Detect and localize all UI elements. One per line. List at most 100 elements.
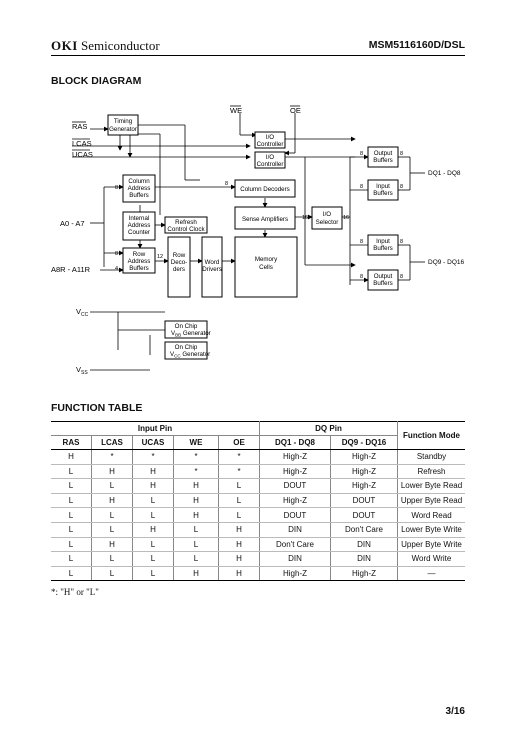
bus-width-sense: 16 [302,215,308,221]
table-cell: H [132,464,174,480]
block-out1-line1: Output [374,150,393,157]
block-timing-line2: Generator [109,126,137,133]
part-number: MSM5116160D/DSL [368,39,465,51]
block-vcc-gen-text: Generator [181,351,211,358]
table-cell: H [218,522,260,538]
table-cell: Don't Care [330,522,398,538]
block-col-dec: Column Decoders [240,186,290,193]
col-oe: OE [218,435,260,450]
table-cell: H [132,478,174,494]
table-cell: DOUT [259,507,331,523]
table-cell: L [132,537,174,553]
table-cell: L [51,522,92,538]
block-row-dec-line3: ders [173,266,185,273]
block-vbb-line1: On Chip [175,323,198,330]
block-io2-line1: I/O [266,154,274,161]
block-in1-line1: Input [376,183,390,190]
table-cell: H [51,449,92,465]
col-lcas: LCAS [91,435,133,450]
table-cell: L [132,566,174,582]
block-vcc-v: V [170,351,175,358]
block-vcc-sub: CC [174,354,181,359]
table-cell: L [51,493,92,509]
table-cell: L [51,507,92,523]
table-cell: * [173,464,219,480]
bus-width-in2: 8 [360,239,363,245]
block-out2-line1: Output [374,273,393,280]
block-io1-line1: I/O [266,134,274,141]
table-cell: L [91,478,133,494]
bus-width-out1r: 8 [400,151,403,157]
block-io2-line2: Controller [257,161,284,168]
table-cell: DIN [259,522,331,538]
table-cell: * [218,449,260,465]
block-word-line1: Word [205,259,220,266]
bus-width-rowdec: 12 [157,254,163,260]
block-row-addr-line1: Row [133,251,146,258]
label-vss: VSS [76,365,88,376]
table-cell: High-Z [330,566,398,582]
table-cell: L [218,493,260,509]
bus-width-out2: 8 [360,274,363,280]
table-cell: H [218,551,260,567]
table-cell: H [218,537,260,553]
table-cell: * [218,464,260,480]
table-cell: Word Write [397,551,465,567]
table-cell: H [173,566,219,582]
block-vbb-v: V [171,330,176,337]
table-cell: * [132,449,174,465]
block-row-addr-line2: Address [128,258,151,265]
table-cell: L [51,566,92,582]
block-col-addr-line1: Column [128,178,150,185]
table-cell: Upper Byte Read [397,493,465,509]
col-we: WE [173,435,219,450]
bus-width-out2r: 8 [400,274,403,280]
table-cell: Refresh [397,464,465,480]
block-in2-line2: Buffers [373,245,393,252]
label-we: WE [230,106,242,115]
block-vcc-line1: On Chip [175,344,198,351]
table-cell: DIN [330,537,398,553]
brand-text: Semiconductor [81,38,160,53]
table-cell: Don't Care [259,537,331,553]
header-rule [51,55,465,56]
bus-width-in2r: 8 [400,239,403,245]
block-int-addr-line2: Address [128,222,151,229]
label-ucas: UCAS [72,150,93,159]
block-out2-line2: Buffers [373,280,393,287]
label-dq9-dq16: DQ9 - DQ16 [428,259,465,266]
table-cell: High-Z [259,493,331,509]
table-cell: DIN [259,551,331,567]
col-dq1-dq8: DQ1 - DQ8 [259,435,331,450]
table-cell: H [173,493,219,509]
table-cell: High-Z [259,566,331,582]
bus-width-row1: 8 [115,251,118,257]
block-col-addr-line3: Buffers [129,192,149,199]
label-ras: RAS [72,122,87,131]
table-cell: Word Read [397,507,465,523]
label-vcc-v: V [76,307,81,316]
table-cell: Standby [397,449,465,465]
page-number: 3/16 [445,706,465,717]
col-ras: RAS [51,435,92,450]
table-cell: High-Z [330,449,398,465]
